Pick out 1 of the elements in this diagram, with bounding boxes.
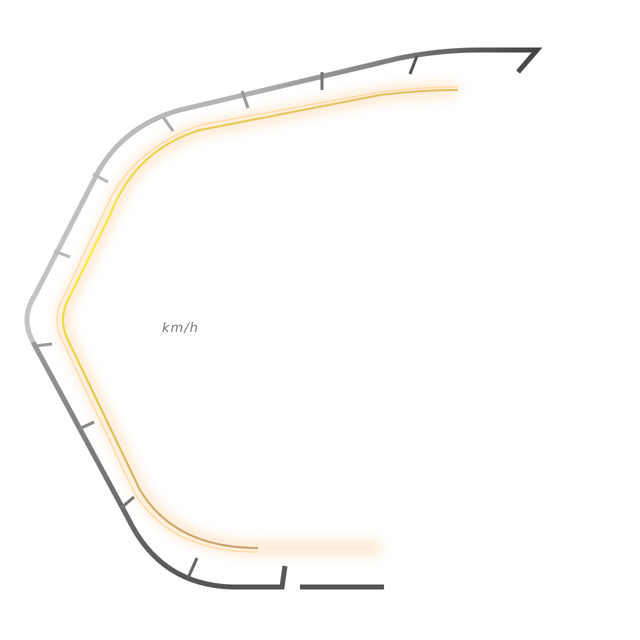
unit-label: km/h [162, 321, 199, 336]
